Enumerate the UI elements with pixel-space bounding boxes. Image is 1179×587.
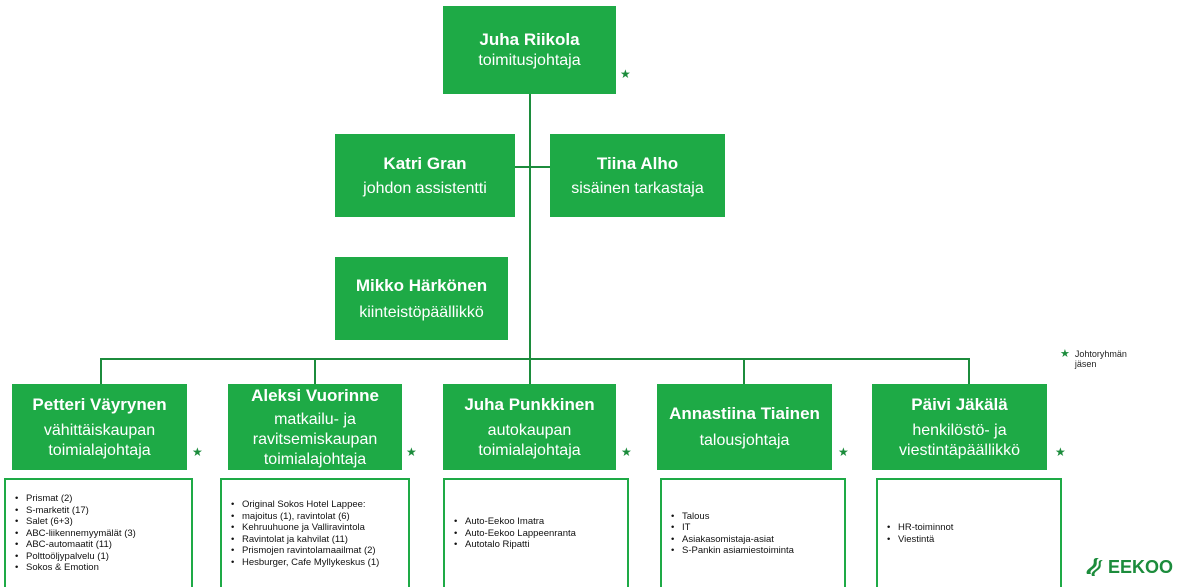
- list-item: IT: [671, 522, 794, 534]
- list-item: Kehruuhuone ja Valliravintola: [231, 522, 379, 534]
- list-item: Talous: [671, 511, 794, 523]
- director-2-unit-list: Original Sokos Hotel Lappee: majoitus (1…: [220, 478, 410, 587]
- connector-directors-horizontal: [100, 358, 970, 360]
- director-1-member-star-icon: ★: [192, 445, 203, 459]
- staff-title: kiinteistöpäällikkö: [359, 303, 484, 321]
- director-name: Annastiina Tiainen: [669, 404, 820, 423]
- director-box-hr: Päivi Jäkälä henkilöstö- ja viestintäpää…: [872, 384, 1047, 470]
- staff-title: johdon assistentti: [363, 179, 487, 197]
- director-title-line: toimialajohtaja: [48, 441, 151, 459]
- ceo-name: Juha Riikola: [479, 30, 580, 49]
- connector-staff-horizontal: [515, 166, 550, 168]
- director-3-unit-list: Auto-Eekoo Imatra Auto-Eekoo Lappeenrant…: [443, 478, 629, 587]
- director-2-member-star-icon: ★: [406, 445, 417, 459]
- director-5-unit-list: HR-toiminnot Viestintä: [876, 478, 1062, 587]
- director-title-line: matkailu- ja: [274, 410, 356, 428]
- legend: ★ Johtoryhmän jäsen: [1060, 348, 1133, 370]
- ceo-title: toimitusjohtaja: [478, 52, 581, 69]
- director-name: Aleksi Vuorinne: [251, 385, 379, 405]
- director-4-member-star-icon: ★: [838, 445, 849, 459]
- ceo-member-star-icon: ★: [620, 67, 631, 81]
- ceo-box: Juha Riikola toimitusjohtaja: [443, 6, 616, 94]
- list-item: ABC-automaatit (11): [15, 539, 136, 551]
- connector-director-1: [100, 358, 102, 384]
- staff-box-property: Mikko Härkönen kiinteistöpäällikkö: [335, 257, 508, 340]
- staff-name: Katri Gran: [383, 153, 467, 173]
- connector-director-4: [743, 358, 745, 384]
- director-title-line: talousjohtaja: [699, 432, 790, 449]
- list-item: Prismojen ravintolamaailmat (2): [231, 545, 379, 557]
- director-1-unit-list: Prismat (2) S-marketit (17) Salet (6+3) …: [4, 478, 193, 587]
- eekoo-logo-text: EEKOO: [1108, 556, 1174, 577]
- director-4-unit-list: Talous IT Asiakasomistaja-asiat S-Pankin…: [660, 478, 846, 587]
- list-item: Sokos & Emotion: [15, 562, 136, 574]
- list-item: S-marketit (17): [15, 505, 136, 517]
- director-name: Juha Punkkinen: [464, 394, 595, 414]
- legend-label: Johtoryhmän jäsen: [1074, 349, 1127, 369]
- director-title-line: viestintäpäällikkö: [899, 441, 1020, 459]
- director-title-line: ravitsemiskaupan: [252, 430, 378, 448]
- director-title-line: toimialajohtaja: [478, 441, 581, 459]
- connector-director-5: [968, 358, 970, 384]
- director-3-member-star-icon: ★: [621, 445, 632, 459]
- director-name: Petteri Väyrynen: [32, 394, 167, 414]
- connector-director-3: [529, 358, 531, 384]
- list-item: Autotalo Ripatti: [454, 539, 576, 551]
- list-item: Salet (6+3): [15, 516, 136, 528]
- list-item: Auto-Eekoo Imatra: [454, 516, 576, 528]
- list-item: Viestintä: [887, 534, 953, 546]
- list-item: Original Sokos Hotel Lappee:: [231, 499, 379, 511]
- list-item: Prismat (2): [15, 493, 136, 505]
- eekoo-s-logo-icon: [1086, 558, 1103, 576]
- director-title-line: henkilöstö- ja: [912, 421, 1007, 439]
- list-item: ABC-liikennemyymälät (3): [15, 528, 136, 540]
- eekoo-logo: EEKOO: [1083, 556, 1173, 578]
- director-box-finance: Annastiina Tiainen talousjohtaja: [657, 384, 832, 470]
- list-item: S-Pankin asiamiestoiminta: [671, 545, 794, 557]
- list-item: Ravintolat ja kahvilat (11): [231, 534, 379, 546]
- director-box-hospitality: Aleksi Vuorinne matkailu- ja ravitsemisk…: [228, 384, 402, 470]
- list-item: Auto-Eekoo Lappeenranta: [454, 528, 576, 540]
- director-title-line: toimialajohtaja: [263, 450, 367, 468]
- connector-ceo-trunk: [529, 94, 531, 359]
- legend-star-icon: ★: [1060, 348, 1070, 360]
- list-item: HR-toiminnot: [887, 522, 953, 534]
- staff-name: Mikko Härkönen: [355, 275, 488, 295]
- list-item: Asiakasomistaja-asiat: [671, 534, 794, 546]
- director-box-retail: Petteri Väyrynen vähittäiskaupan toimial…: [12, 384, 187, 470]
- staff-box-assistant: Katri Gran johdon assistentti: [335, 134, 515, 217]
- director-5-member-star-icon: ★: [1055, 445, 1066, 459]
- list-item: Hesburger, Cafe Myllykeskus (1): [231, 557, 379, 569]
- staff-title: sisäinen tarkastaja: [571, 179, 704, 197]
- list-item: majoitus (1), ravintolat (6): [231, 511, 379, 523]
- director-title-line: autokaupan: [487, 421, 572, 439]
- director-title-line: vähittäiskaupan: [43, 421, 156, 439]
- director-name: Päivi Jäkälä: [911, 394, 1008, 414]
- staff-name: Tiina Alho: [596, 153, 679, 173]
- staff-box-auditor: Tiina Alho sisäinen tarkastaja: [550, 134, 725, 217]
- director-box-automotive: Juha Punkkinen autokaupan toimialajohtaj…: [443, 384, 616, 470]
- connector-director-2: [314, 358, 316, 384]
- list-item: Polttoöljypalvelu (1): [15, 551, 136, 563]
